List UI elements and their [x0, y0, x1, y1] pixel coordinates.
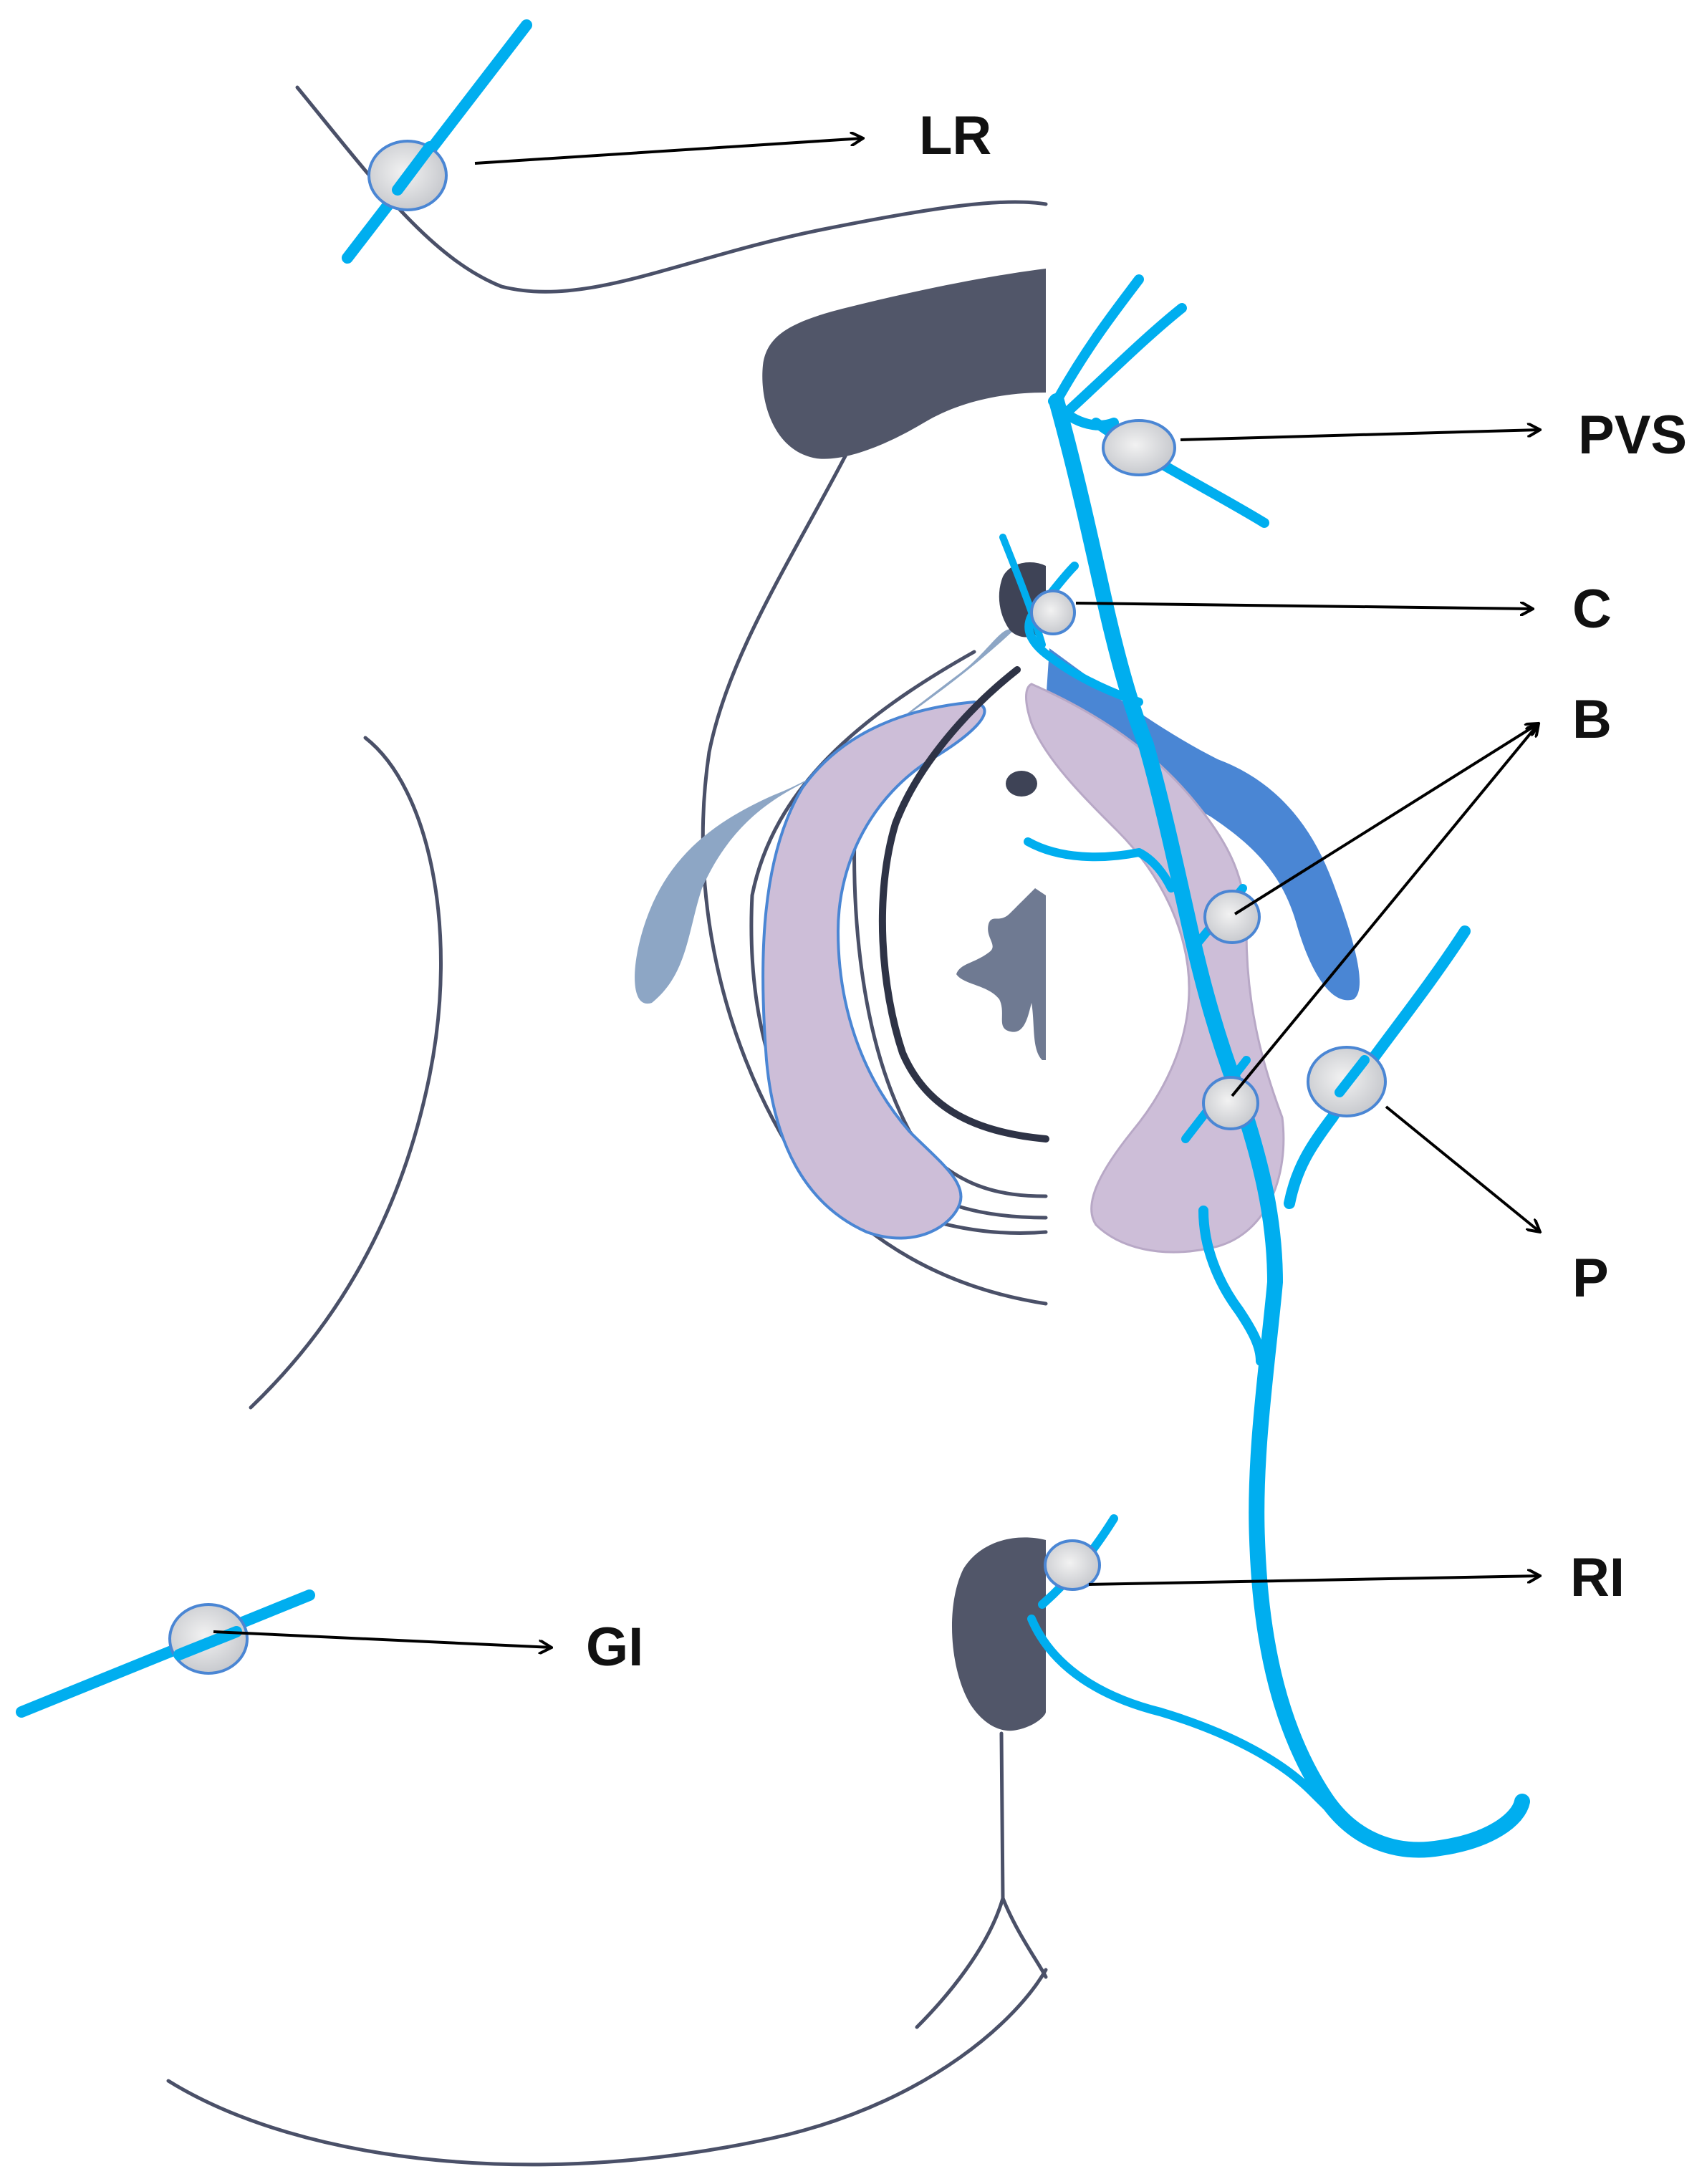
anus — [951, 1537, 1046, 1731]
vessel-lr-over-node — [392, 141, 436, 196]
label-gi: GI — [586, 1617, 643, 1678]
label-c: C — [1572, 579, 1612, 640]
vessel-urethral-branch — [1024, 837, 1175, 893]
vessel-top-branch-2 — [1062, 303, 1187, 417]
vessel-c-stub — [999, 534, 1046, 648]
labia-inner-contour-2 — [852, 750, 1048, 1198]
labia-outer-contour-1 — [701, 412, 1048, 1306]
node-b-lower — [1202, 1076, 1259, 1130]
urethral-meatus — [1006, 771, 1037, 797]
pubic-bone-shape — [762, 269, 1046, 459]
gluteal-contour-line — [249, 736, 443, 1410]
labium-left — [761, 700, 986, 1240]
arrow-gi — [213, 1630, 552, 1647]
label-b: B — [1572, 689, 1612, 750]
main-trunk-vessel — [1049, 393, 1530, 1858]
vessel-lr — [342, 19, 532, 264]
node-ri — [1044, 1539, 1101, 1591]
label-ri: RI — [1570, 1547, 1625, 1608]
arrow-b-upper — [1234, 723, 1539, 915]
arrow-c — [1075, 603, 1533, 609]
vessel-p-over-node — [1335, 1055, 1370, 1097]
hymenal-remnant — [956, 888, 1046, 1060]
label-lr: LR — [919, 105, 991, 166]
node-pvs — [1102, 419, 1176, 476]
text-labels: LR PVS C B P RI GI — [586, 105, 1687, 1678]
lower-gluteal-contour — [166, 1968, 1048, 2167]
arrow-ri — [1088, 1576, 1540, 1586]
node-b-upper — [1203, 890, 1261, 944]
vessel-top-branch-1 — [1052, 274, 1144, 406]
label-pvs: PVS — [1578, 405, 1687, 466]
vessel-gi-over-node — [173, 1626, 242, 1660]
label-p: P — [1572, 1248, 1609, 1309]
vessel-gi — [16, 1589, 315, 1718]
pointer-arrows — [213, 138, 1540, 1647]
natal-cleft-line — [915, 1731, 1005, 2029]
vaginal-introitus-line — [878, 666, 1049, 1142]
arrow-lr — [474, 138, 863, 165]
node-c — [1030, 590, 1076, 635]
vessel-top-branch-3 — [1048, 396, 1119, 430]
grey-blue-bulb-left — [635, 629, 1014, 1004]
arrow-b-lower — [1231, 723, 1539, 1097]
natal-cleft-line-right — [1001, 1896, 1048, 1979]
arrow-p — [1385, 1105, 1540, 1232]
arrow-pvs — [1180, 430, 1540, 441]
vessel-ri-lower — [1027, 1615, 1365, 1838]
vessel-perineal-branch — [1198, 1206, 1266, 1366]
